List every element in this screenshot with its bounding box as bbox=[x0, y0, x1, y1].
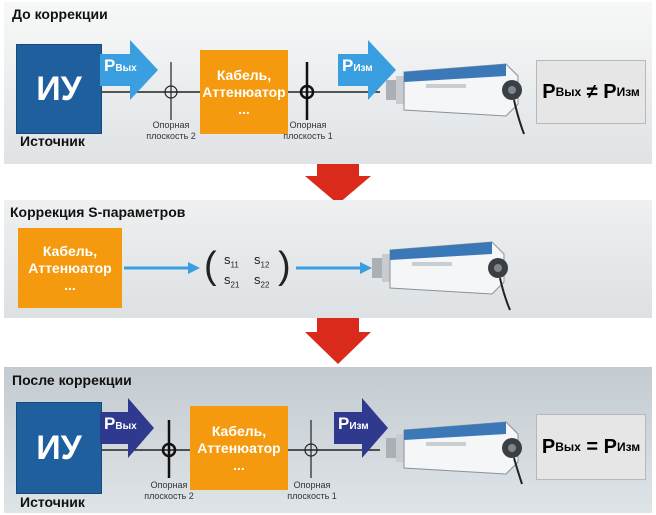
sparam-power-sensor-icon bbox=[372, 241, 511, 311]
sparam-title: Коррекция S-параметров bbox=[10, 204, 186, 220]
after-plane1-marker bbox=[304, 420, 318, 478]
down-arrow-2 bbox=[305, 318, 371, 364]
sparam-cable-box: Кабель,Аттенюатор... bbox=[18, 228, 122, 308]
before-pout-label: PВых bbox=[104, 56, 137, 75]
before-pout-arrow bbox=[100, 40, 158, 100]
after-plane2-marker bbox=[161, 420, 177, 478]
before-pmeas-label: PИзм bbox=[342, 56, 373, 75]
matrix-left-bracket: ( bbox=[204, 245, 217, 287]
after-cable-box: Кабель,Аттенюатор... bbox=[190, 406, 288, 490]
before-title: До коррекции bbox=[12, 6, 108, 22]
matrix-s22: s22 bbox=[254, 272, 270, 290]
matrix-s11: s11 bbox=[224, 252, 239, 270]
after-power-sensor-icon bbox=[386, 421, 523, 485]
before-plane2-marker bbox=[164, 62, 178, 120]
after-pout-label: PВых bbox=[104, 414, 137, 433]
matrix-s21: s21 bbox=[224, 272, 240, 290]
matrix-right-bracket: ) bbox=[278, 245, 291, 287]
after-source-box: ИУ bbox=[16, 402, 102, 494]
before-plane1-marker bbox=[299, 62, 315, 120]
after-source-label: Источник bbox=[20, 494, 85, 510]
down-arrow-1 bbox=[305, 164, 371, 204]
before-pmeas-arrow bbox=[338, 40, 396, 100]
before-cable-box: Кабель,Аттенюатор... bbox=[200, 50, 288, 134]
before-source-box: ИУ bbox=[16, 44, 102, 134]
before-source-label: Источник bbox=[20, 133, 85, 149]
after-title: После коррекции bbox=[12, 372, 132, 388]
after-pmeas-arrow bbox=[334, 398, 388, 458]
matrix-s12: s12 bbox=[254, 252, 270, 270]
after-pmeas-label: PИзм bbox=[338, 414, 369, 433]
before-power-sensor-icon bbox=[386, 63, 525, 135]
after-pout-arrow bbox=[100, 398, 154, 458]
